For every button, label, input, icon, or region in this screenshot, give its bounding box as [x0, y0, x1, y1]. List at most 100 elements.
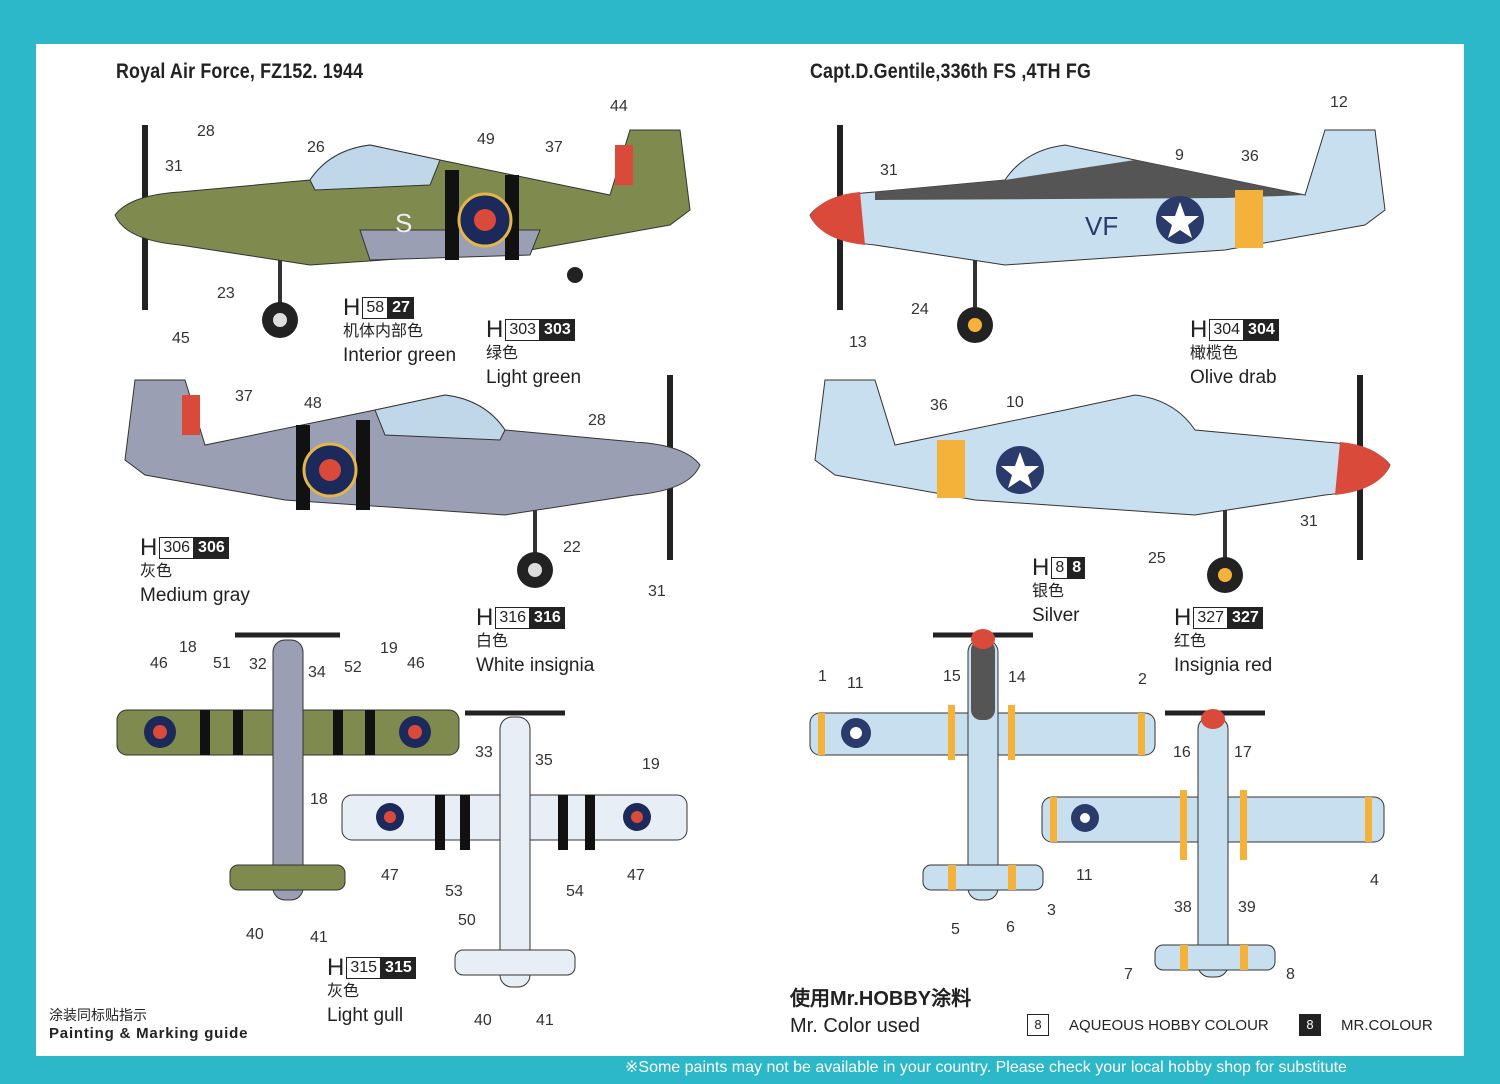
- callout-number: 1: [818, 668, 827, 685]
- aqueous-code: 306: [159, 537, 195, 559]
- callout-number: 54: [566, 883, 584, 900]
- callout-number: 41: [536, 1012, 554, 1029]
- mr-colour-code: 316: [530, 607, 565, 629]
- callout-number: 49: [477, 131, 495, 148]
- svg-text:S: S: [395, 208, 412, 238]
- callout-number: 46: [150, 655, 168, 672]
- mr-colour-swatch: 8: [1299, 1014, 1321, 1036]
- callout-number: 48: [304, 395, 322, 412]
- callout-number: 35: [535, 752, 553, 769]
- callout-number: 11: [1076, 867, 1093, 884]
- guide-title-cn: 涂装同标贴指示: [49, 1007, 147, 1023]
- usaaf-right-side-view: [814, 375, 1391, 593]
- callout-number: 47: [381, 867, 399, 884]
- paint-name-cn: 红色: [1174, 633, 1207, 650]
- paint-name-en: Insignia red: [1174, 655, 1273, 676]
- callout-number: 47: [627, 867, 645, 884]
- callout-number: 7: [1124, 966, 1133, 983]
- callout-number: 38: [1174, 899, 1192, 916]
- callout-number: 3: [1047, 902, 1056, 919]
- aqueous-swatch: 8: [1027, 1014, 1049, 1036]
- aqueous-code: 315: [346, 957, 382, 979]
- paint-prefix: H: [327, 954, 345, 981]
- raf-bottom-view: [341, 710, 688, 988]
- callout-number: 45: [172, 330, 190, 347]
- callout-number: 22: [563, 539, 581, 556]
- paint-name-cn: 绿色: [486, 345, 519, 362]
- callout-number: 40: [246, 926, 264, 943]
- callout-number: 39: [1238, 899, 1256, 916]
- paint-prefix: H: [1174, 604, 1192, 631]
- callout-number: 11: [847, 675, 864, 692]
- raf-left-side-view: S: [114, 125, 691, 338]
- callout-number: 46: [407, 655, 425, 672]
- paint-name-en: White insignia: [476, 655, 595, 676]
- callout-number: 41: [310, 929, 328, 946]
- aqueous-code: 58: [362, 297, 389, 319]
- callout-number: 18: [179, 639, 197, 656]
- paint-name-en: Medium gray: [140, 585, 250, 606]
- callout-number: 19: [642, 756, 660, 773]
- callout-number: 6: [1006, 919, 1015, 936]
- callout-number: 32: [249, 656, 267, 673]
- callout-number: 9: [1175, 147, 1184, 164]
- paint-name-en: Silver: [1032, 605, 1080, 626]
- callout-number: 28: [588, 412, 606, 429]
- callout-number: 53: [445, 883, 463, 900]
- guide-title: 涂装同标贴指示 Painting & Marking guide: [49, 1005, 248, 1042]
- mr-colour-code: 27: [388, 297, 414, 319]
- legend-mr-colour: 8 MR.COLOUR: [1299, 1014, 1433, 1036]
- raf-top-view: [116, 632, 460, 901]
- mr-colour-label: MR.COLOUR: [1341, 1016, 1433, 1034]
- raf-right-side-view: [124, 375, 701, 588]
- callout-number: 34: [308, 664, 326, 681]
- raf-scheme-title: Royal Air Force, FZ152. 1944: [116, 60, 364, 83]
- aqueous-code: 316: [495, 607, 531, 629]
- callout-number: 26: [307, 139, 325, 156]
- callout-number: 8: [1286, 966, 1295, 983]
- callout-number: 5: [951, 921, 960, 938]
- aqueous-label: AQUEOUS HOBBY COLOUR: [1069, 1016, 1269, 1034]
- usaaf-top-view: [809, 629, 1156, 901]
- callout-number: 12: [1330, 94, 1348, 111]
- paint-name-en: Light green: [486, 367, 582, 388]
- paint-prefix: H: [1190, 316, 1208, 343]
- callout-number: 40: [474, 1012, 492, 1029]
- paint-name-cn: 灰色: [140, 563, 173, 580]
- callout-number: 36: [1241, 148, 1259, 165]
- callout-number: 36: [930, 397, 948, 414]
- aqueous-code: 304: [1209, 319, 1245, 341]
- callout-number: 31: [880, 162, 898, 179]
- callout-number: 18: [310, 791, 328, 808]
- callout-number: 23: [217, 285, 235, 302]
- paint-name-en: Olive drab: [1190, 367, 1277, 388]
- callout-number: 19: [380, 640, 398, 657]
- callout-number: 37: [545, 139, 563, 156]
- mr-colour-code: 315: [381, 957, 416, 979]
- callout-number: 37: [235, 388, 253, 405]
- callout-number: 31: [1300, 513, 1318, 530]
- paint-name-en: Interior green: [343, 345, 457, 366]
- callout-number: 14: [1008, 669, 1026, 686]
- paint-prefix: H: [1032, 554, 1050, 581]
- usaaf-scheme-title: Capt.D.Gentile,336th FS ,4TH FG: [810, 60, 1092, 83]
- callout-number: 16: [1173, 744, 1191, 761]
- mr-colour-code: 303: [540, 319, 575, 341]
- callout-number: 31: [648, 583, 666, 600]
- paint-name-cn: 机体内部色: [343, 323, 424, 340]
- callout-number: 4: [1370, 872, 1379, 889]
- mr-colour-code: 8: [1068, 557, 1086, 579]
- callout-number: 2: [1138, 671, 1147, 688]
- paint-legend-title: 使用Mr.HOBBY涂料 Mr. Color used: [790, 982, 971, 1038]
- paint-name-cn: 白色: [476, 633, 509, 650]
- svg-text:VF: VF: [1085, 211, 1118, 241]
- paint-prefix: H: [486, 316, 504, 343]
- callout-number: 31: [165, 158, 183, 175]
- callout-number: 50: [458, 912, 476, 929]
- callout-number: 15: [943, 668, 961, 685]
